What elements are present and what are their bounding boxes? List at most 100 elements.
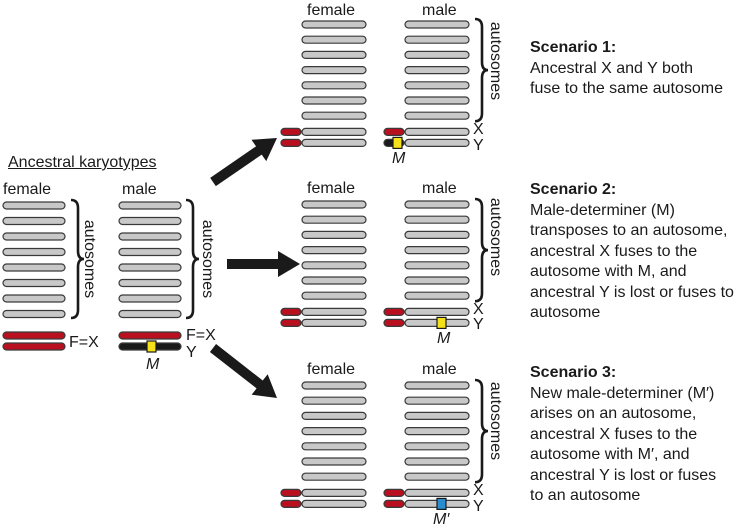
s3-female-autosome <box>301 442 367 451</box>
ancestral-female-autosome <box>2 278 66 288</box>
s1-female-label: female <box>307 2 356 19</box>
scenario-3-line: autosome with M′, and <box>530 446 690 463</box>
s3-male-x-arm <box>383 488 405 497</box>
scenario-2-line: ancestral X fuses to the <box>530 242 698 260</box>
s2-male-autosome <box>404 261 470 270</box>
s2-y-label: Y <box>473 316 484 333</box>
scenario-2-text: Scenario 2: Male-determiner (M) transpos… <box>530 180 734 324</box>
s2-female-autosome <box>301 291 367 300</box>
s1-x-label: X <box>473 121 484 138</box>
scenario-2-line: autosome <box>530 304 601 321</box>
s1-female-autosome <box>301 81 367 90</box>
s3-male-autosome <box>404 427 470 436</box>
s1-male-fused-autosome <box>404 127 470 136</box>
s2-male-x-arm <box>383 318 405 327</box>
ancestral-m-label: M <box>146 356 160 373</box>
s1-male-brace <box>474 17 489 123</box>
s1-male-autosome <box>404 96 470 105</box>
s2-male-label: male <box>422 180 457 197</box>
s3-female-fused-autosome <box>301 499 367 508</box>
ancestral-male-y-label: Y <box>186 344 197 361</box>
scenario-2-line: Male-determiner (M) <box>530 201 675 219</box>
scenario-1-heading: Scenario 1: <box>530 39 617 56</box>
scenario-3-text: Scenario 3: New male-determiner (M′) ari… <box>530 363 716 507</box>
ancestral-male-autosome <box>118 278 182 288</box>
s1-y-label: Y <box>473 137 484 154</box>
s3-female-label: female <box>307 361 356 378</box>
scenario-3-line: ancestral X fuses to the <box>530 425 698 443</box>
ancestral-male-autosome <box>118 201 182 210</box>
s3-female-autosome <box>301 396 367 405</box>
s1-female-autosome <box>301 20 367 29</box>
ancestral-male-x-chromosome <box>118 331 182 340</box>
s1-male-fused-autosome <box>404 138 470 147</box>
arrow-to-scenario-3 <box>209 344 277 398</box>
scenario-1-text: Scenario 1: Ancestral X and Y both fuse … <box>530 38 723 100</box>
s2-male-x-arm <box>383 307 405 316</box>
s2-m-marker <box>436 316 447 329</box>
ancestral-female-label: female <box>3 181 52 198</box>
s2-male-autosome <box>404 230 470 239</box>
s3-female-x-arm <box>280 488 302 497</box>
s2-male-autosome <box>404 246 470 255</box>
s3-male-x-arm <box>383 499 405 508</box>
ancestral-title: Ancestral karyotypes <box>8 154 157 171</box>
s2-m-label: M <box>437 330 451 347</box>
scenario-2-line: ancestral Y is lost or fuses to <box>530 283 734 301</box>
s2-female-x-arm <box>280 307 302 316</box>
s1-female-autosome <box>301 111 367 120</box>
s2-female-label: female <box>307 180 356 197</box>
s2-female-autosome <box>301 230 367 239</box>
s1-female-fused-autosome <box>301 138 367 147</box>
s1-female-x-arm <box>280 127 302 136</box>
s3-male-autosome <box>404 442 470 451</box>
arrow-to-scenario-2 <box>227 251 300 277</box>
s1-m-marker <box>392 136 403 149</box>
s1-male-autosome <box>404 20 470 29</box>
s2-female-fused-autosome <box>301 307 367 316</box>
s1-male-label: male <box>422 2 457 19</box>
scenario-2-line: autosome with M, and <box>530 263 687 280</box>
s1-female-autosome <box>301 35 367 44</box>
ancestral-male-autosome <box>118 247 182 257</box>
ancestral-female-autosome <box>2 201 66 210</box>
s3-male-autosome <box>404 457 470 466</box>
ancestral-female-autosome <box>2 232 66 241</box>
scenario-1-line: fuse to the same autosome <box>530 80 723 97</box>
ancestral-female-x-chromosome <box>2 331 66 340</box>
s1-male-autosome <box>404 50 470 60</box>
scenario-3-line: ancestral Y is lost or fuses <box>530 466 717 484</box>
s3-female-fused-autosome <box>301 488 367 497</box>
s1-male-autosome <box>404 111 470 120</box>
ancestral-female-x-chromosome <box>2 342 66 351</box>
s3-y-label: Y <box>473 498 484 515</box>
s2-male-autosome <box>404 200 470 209</box>
s1-female-autosome <box>301 65 367 75</box>
s3-male-autosome <box>404 411 470 420</box>
ancestral-male-autosome <box>118 294 182 303</box>
s2-female-autosome <box>301 261 367 270</box>
ancestral-female-brace <box>70 198 85 320</box>
s1-female-autosome <box>301 50 367 60</box>
s3-male-autosome <box>404 472 470 481</box>
s2-male-brace <box>474 197 489 303</box>
s3-male-label: male <box>422 361 457 378</box>
scenario-2-heading: Scenario 2: <box>530 181 617 198</box>
ancestral-female-autosome <box>2 263 66 272</box>
ancestral-male-autosome <box>118 216 182 226</box>
ancestral-male-brace <box>185 198 200 320</box>
s3-autosomes-label: autosomes <box>487 381 504 461</box>
scenario-3-line: New male-determiner (M′) <box>530 384 715 402</box>
ancestral-male-fx-label: F=X <box>186 327 216 344</box>
ancestral-autosomes-label-female: autosomes <box>81 219 98 299</box>
ancestral-female-autosome <box>2 294 66 303</box>
s1-female-x-arm <box>280 138 302 147</box>
s2-male-autosome <box>404 291 470 300</box>
s2-female-x-arm <box>280 318 302 327</box>
s3-female-autosome <box>301 381 367 390</box>
s2-female-autosome <box>301 200 367 209</box>
s2-autosomes-label: autosomes <box>487 197 504 277</box>
s3-male-brace <box>474 378 489 484</box>
